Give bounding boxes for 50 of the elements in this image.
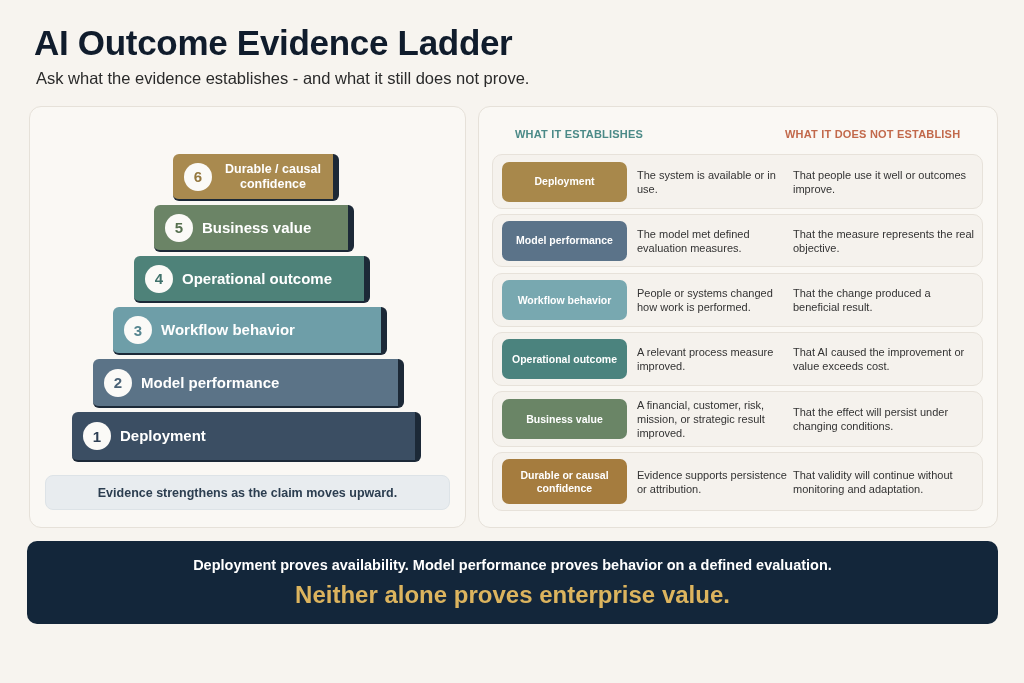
- table-row: [492, 214, 983, 267]
- ladder-step: [134, 256, 370, 303]
- ladder-step: [154, 205, 354, 252]
- level-tag: Workflow behavior: [502, 280, 627, 320]
- table-row: [492, 273, 983, 327]
- ladder-step: [113, 307, 387, 355]
- level-tag: Operational outcome: [502, 339, 627, 379]
- step-label: Durable / causal confidence: [224, 161, 322, 192]
- subtitle: Ask what the evidence establishes - and what it still does not prove.: [36, 69, 530, 88]
- level-tag: Deployment: [502, 161, 627, 202]
- limitation-text: That AI caused the improvement or value exceeds cost.: [793, 345, 966, 373]
- table-row: [492, 154, 983, 209]
- step-number: 5: [165, 213, 193, 242]
- table-row: [492, 391, 983, 447]
- limitation-text: That the measure represents the real objective.: [793, 226, 975, 255]
- ladder-step: [173, 154, 339, 201]
- step-number: 3: [124, 316, 152, 344]
- establishes-text: A financial, customer, risk, mission, or strategic result improved.: [637, 398, 766, 440]
- table-row: [492, 332, 983, 386]
- establishes-text: People or systems changed how work is performed.: [637, 286, 774, 314]
- level-tag: Business value: [502, 399, 627, 439]
- step-label: Business value: [202, 218, 312, 237]
- step-number: 4: [145, 264, 173, 293]
- level-tag: Durable or causal confidence: [502, 459, 627, 504]
- ladder-step: [72, 412, 421, 462]
- limitation-text: That the change produced a beneficial result.: [793, 286, 932, 314]
- title: AI Outcome Evidence Ladder: [34, 22, 513, 64]
- limitation-text: That validity will continue without monitoring and adaptation.: [793, 467, 954, 496]
- column-header: WHAT IT DOES NOT ESTABLISH: [785, 128, 961, 140]
- step-number: 1: [83, 422, 111, 450]
- summary-note: Evidence strengthens as the claim moves upward.: [45, 475, 450, 510]
- limitation-text: That the effect will persist under changing conditions.: [793, 405, 950, 433]
- column-header: WHAT IT ESTABLISHES: [515, 128, 644, 140]
- step-label: Model performance: [141, 373, 280, 392]
- establishes-text: Evidence supports persistence or attribution.: [637, 467, 787, 496]
- table-row: [492, 452, 983, 511]
- establishes-text: A relevant process measure improved.: [637, 345, 775, 373]
- step-number: 6: [184, 162, 212, 191]
- step-label: Deployment: [120, 427, 206, 445]
- banner-text: Deployment proves availability. Model performance proves behavior on a defined evaluation.: [193, 555, 832, 575]
- step-label: Operational outcome: [182, 269, 333, 288]
- level-tag: Model performance: [502, 220, 627, 261]
- limitation-text: That people use it well or outcomes improve.: [793, 167, 968, 196]
- establishes-text: The system is available or in use.: [637, 167, 777, 196]
- establishes-text: The model met defined evaluation measures.: [637, 226, 751, 255]
- banner-headline: Neither alone proves enterprise value.: [295, 579, 730, 610]
- step-number: 2: [104, 368, 132, 397]
- ladder-step: [93, 359, 404, 408]
- step-label: Workflow behavior: [161, 321, 295, 339]
- conclusion-banner: [27, 541, 998, 624]
